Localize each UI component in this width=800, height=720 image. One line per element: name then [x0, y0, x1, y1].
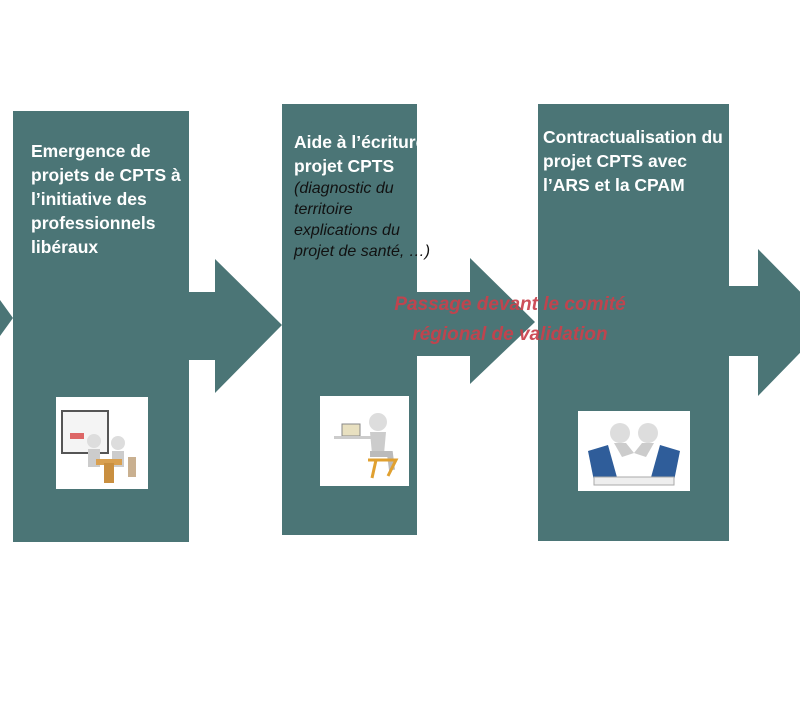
validation-note-line1: Passage devant le comité: [394, 294, 626, 315]
validation-note-line2: régional de validation: [412, 324, 608, 345]
step-2: Aide à l’écriture du projet CPTS (diagno…: [294, 130, 454, 262]
step-3-title: Contractualisation du projet CPTS avec l…: [543, 127, 723, 195]
step-2-subtitle: (diagnostic du territoire explications d…: [294, 180, 431, 260]
meeting-illustration-icon: [56, 397, 148, 489]
arrow-shape-0: [0, 300, 13, 336]
step-2-title: Aide à l’écriture du projet CPTS: [294, 132, 452, 176]
step-1-title: Emergence de projets de CPTS à l’initiat…: [31, 141, 181, 257]
handshake-laptops-illustration-icon: [578, 411, 690, 491]
computer-user-illustration-icon: [320, 396, 409, 486]
validation-note: Passage devant le comité régional de val…: [360, 290, 660, 350]
